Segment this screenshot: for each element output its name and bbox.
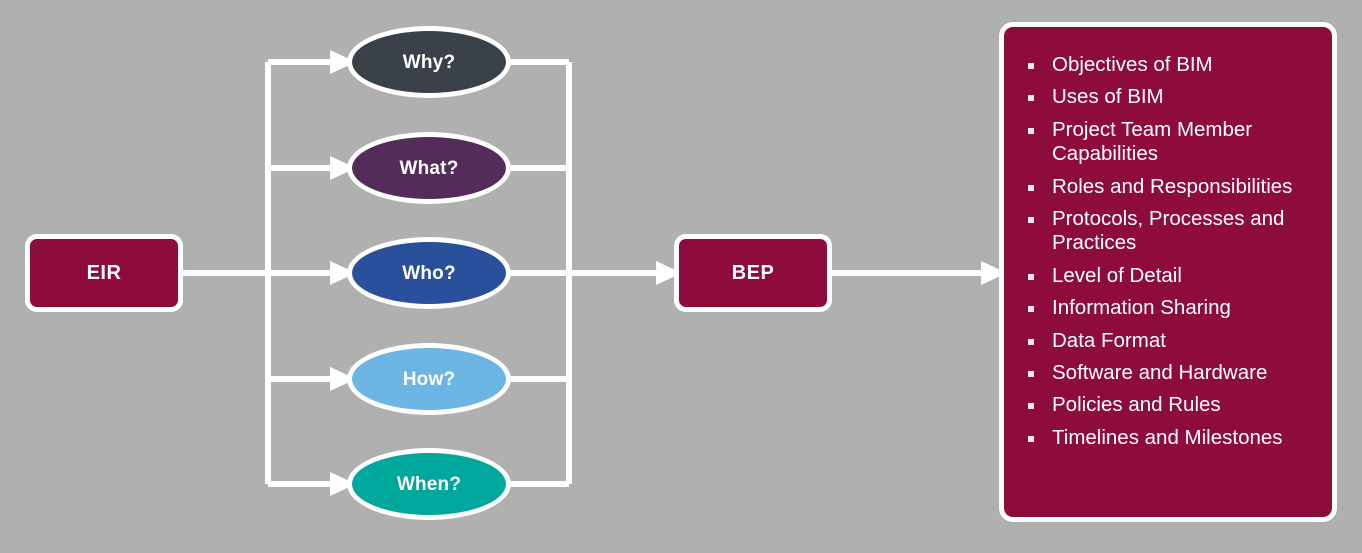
question-label: When?	[396, 473, 462, 495]
question-node-when[interactable]: When?	[347, 448, 511, 520]
arrowhead-why	[330, 50, 356, 74]
bep-contents-list: Objectives of BIM Uses of BIM Project Te…	[1018, 53, 1318, 450]
list-item: Policies and Rules	[1018, 393, 1318, 417]
arrowhead-bep	[656, 261, 682, 285]
arrowhead-panel	[981, 261, 1007, 285]
arrowheads	[330, 50, 1007, 496]
bep-label: BEP	[731, 262, 775, 284]
question-label: Why?	[402, 51, 456, 73]
arrowhead-how	[330, 367, 356, 391]
list-item: Level of Detail	[1018, 264, 1318, 288]
list-item: Uses of BIM	[1018, 85, 1318, 109]
bep-node[interactable]: BEP	[674, 234, 832, 312]
list-item: Timelines and Milestones	[1018, 426, 1318, 450]
list-item: Data Format	[1018, 329, 1318, 353]
list-item: Roles and Responsibilities	[1018, 175, 1318, 199]
question-node-what[interactable]: What?	[347, 132, 511, 204]
list-item: Information Sharing	[1018, 296, 1318, 320]
question-node-who[interactable]: Who?	[347, 237, 511, 309]
question-node-how[interactable]: How?	[347, 343, 511, 415]
question-label: What?	[399, 157, 459, 179]
question-label: How?	[402, 368, 456, 390]
arrowhead-who	[330, 261, 356, 285]
list-item: Project Team Member Capabilities	[1018, 118, 1318, 167]
question-label: Who?	[402, 262, 456, 284]
list-item: Software and Hardware	[1018, 361, 1318, 385]
arrowhead-what	[330, 156, 356, 180]
eir-node[interactable]: EIR	[25, 234, 183, 312]
list-item: Objectives of BIM	[1018, 53, 1318, 77]
list-item: Protocols, Processes and Practices	[1018, 207, 1318, 256]
question-node-why[interactable]: Why?	[347, 26, 511, 98]
bep-contents-panel: Objectives of BIM Uses of BIM Project Te…	[999, 22, 1337, 522]
eir-label: EIR	[86, 262, 122, 284]
arrowhead-when	[330, 472, 356, 496]
